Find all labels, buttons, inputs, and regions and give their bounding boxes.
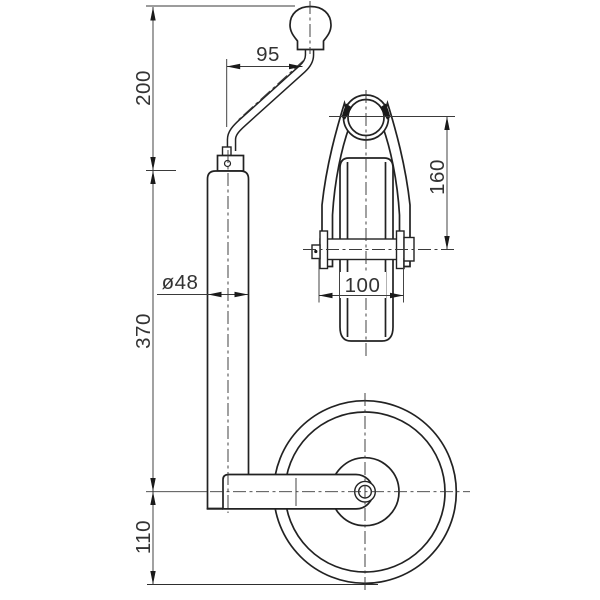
dim-200-label: 200 (132, 70, 155, 106)
front-view (303, 90, 455, 357)
arrow-left (208, 291, 222, 298)
arrow-down (150, 478, 156, 492)
fork-right-arm (380, 100, 411, 268)
winder-shaft (221, 146, 232, 157)
arrow-up (444, 116, 450, 130)
arrow-up (150, 7, 156, 21)
dim-100-label: 100 (345, 274, 381, 297)
dim-370-label: 370 (132, 313, 155, 349)
dimension-110: 110 (132, 491, 156, 585)
crank-rod-centerline (236, 59, 305, 122)
winder-hole (223, 159, 232, 168)
arrow-left (319, 292, 333, 299)
dimension-95: 95 (226, 43, 303, 127)
arrow-right (390, 292, 404, 299)
bolt-pin-hole (314, 249, 318, 254)
dim-diameter-label: ø48 (162, 271, 199, 294)
arrow-down (150, 157, 156, 171)
dim-110-label: 110 (132, 520, 155, 554)
dimension-370: 370 (132, 170, 156, 492)
fork-weld-left (341, 103, 352, 120)
fork-weld-right (380, 103, 391, 120)
crank-knob (289, 5, 332, 51)
arrow-up (150, 491, 156, 505)
dim-160-label: 160 (426, 159, 449, 195)
arrow-down (444, 236, 450, 250)
arrow-down (150, 571, 156, 585)
arrow-up (150, 170, 156, 184)
dimension-160: 160 (426, 116, 450, 250)
arrow-right (289, 63, 303, 70)
dim-95-label: 95 (256, 43, 280, 66)
arrow-left (226, 63, 241, 70)
side-view (146, 1, 470, 591)
arrow-right (234, 291, 248, 298)
dimension-diameter-48: ø48 (157, 271, 248, 298)
dimension-200: 200 (132, 7, 176, 171)
dimension-100: 100 (318, 258, 404, 303)
crank-rod (226, 47, 315, 151)
label-mask (340, 272, 386, 298)
